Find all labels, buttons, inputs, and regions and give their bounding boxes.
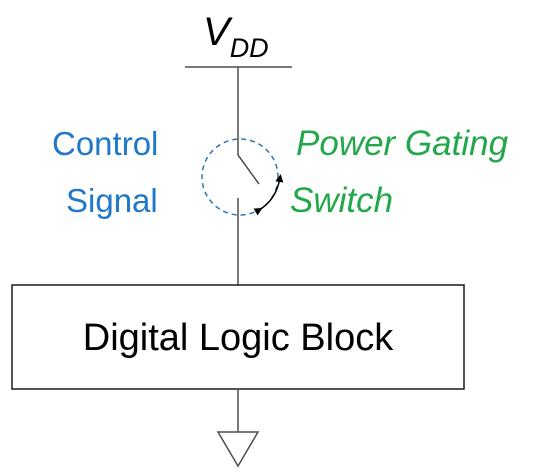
ground-icon	[216, 431, 260, 468]
control-signal-line2: Signal	[66, 182, 158, 219]
control-signal-line1: Control	[52, 125, 158, 162]
toggle-arrow	[253, 174, 284, 216]
digital-logic-block	[11, 284, 465, 390]
digital-logic-block-label: Digital Logic Block	[83, 317, 394, 359]
control-signal-label: Control Signal	[52, 125, 168, 219]
vdd-subscript: DD	[230, 33, 269, 63]
power-gating-switch-label: Power Gating Switch	[290, 124, 518, 220]
switch-label-line1: Power Gating	[296, 124, 509, 163]
vdd-label: VDD	[203, 10, 269, 63]
switch-label-line2: Switch	[290, 181, 393, 220]
switch-arm	[237, 154, 260, 185]
vdd-symbol: V	[203, 10, 233, 54]
